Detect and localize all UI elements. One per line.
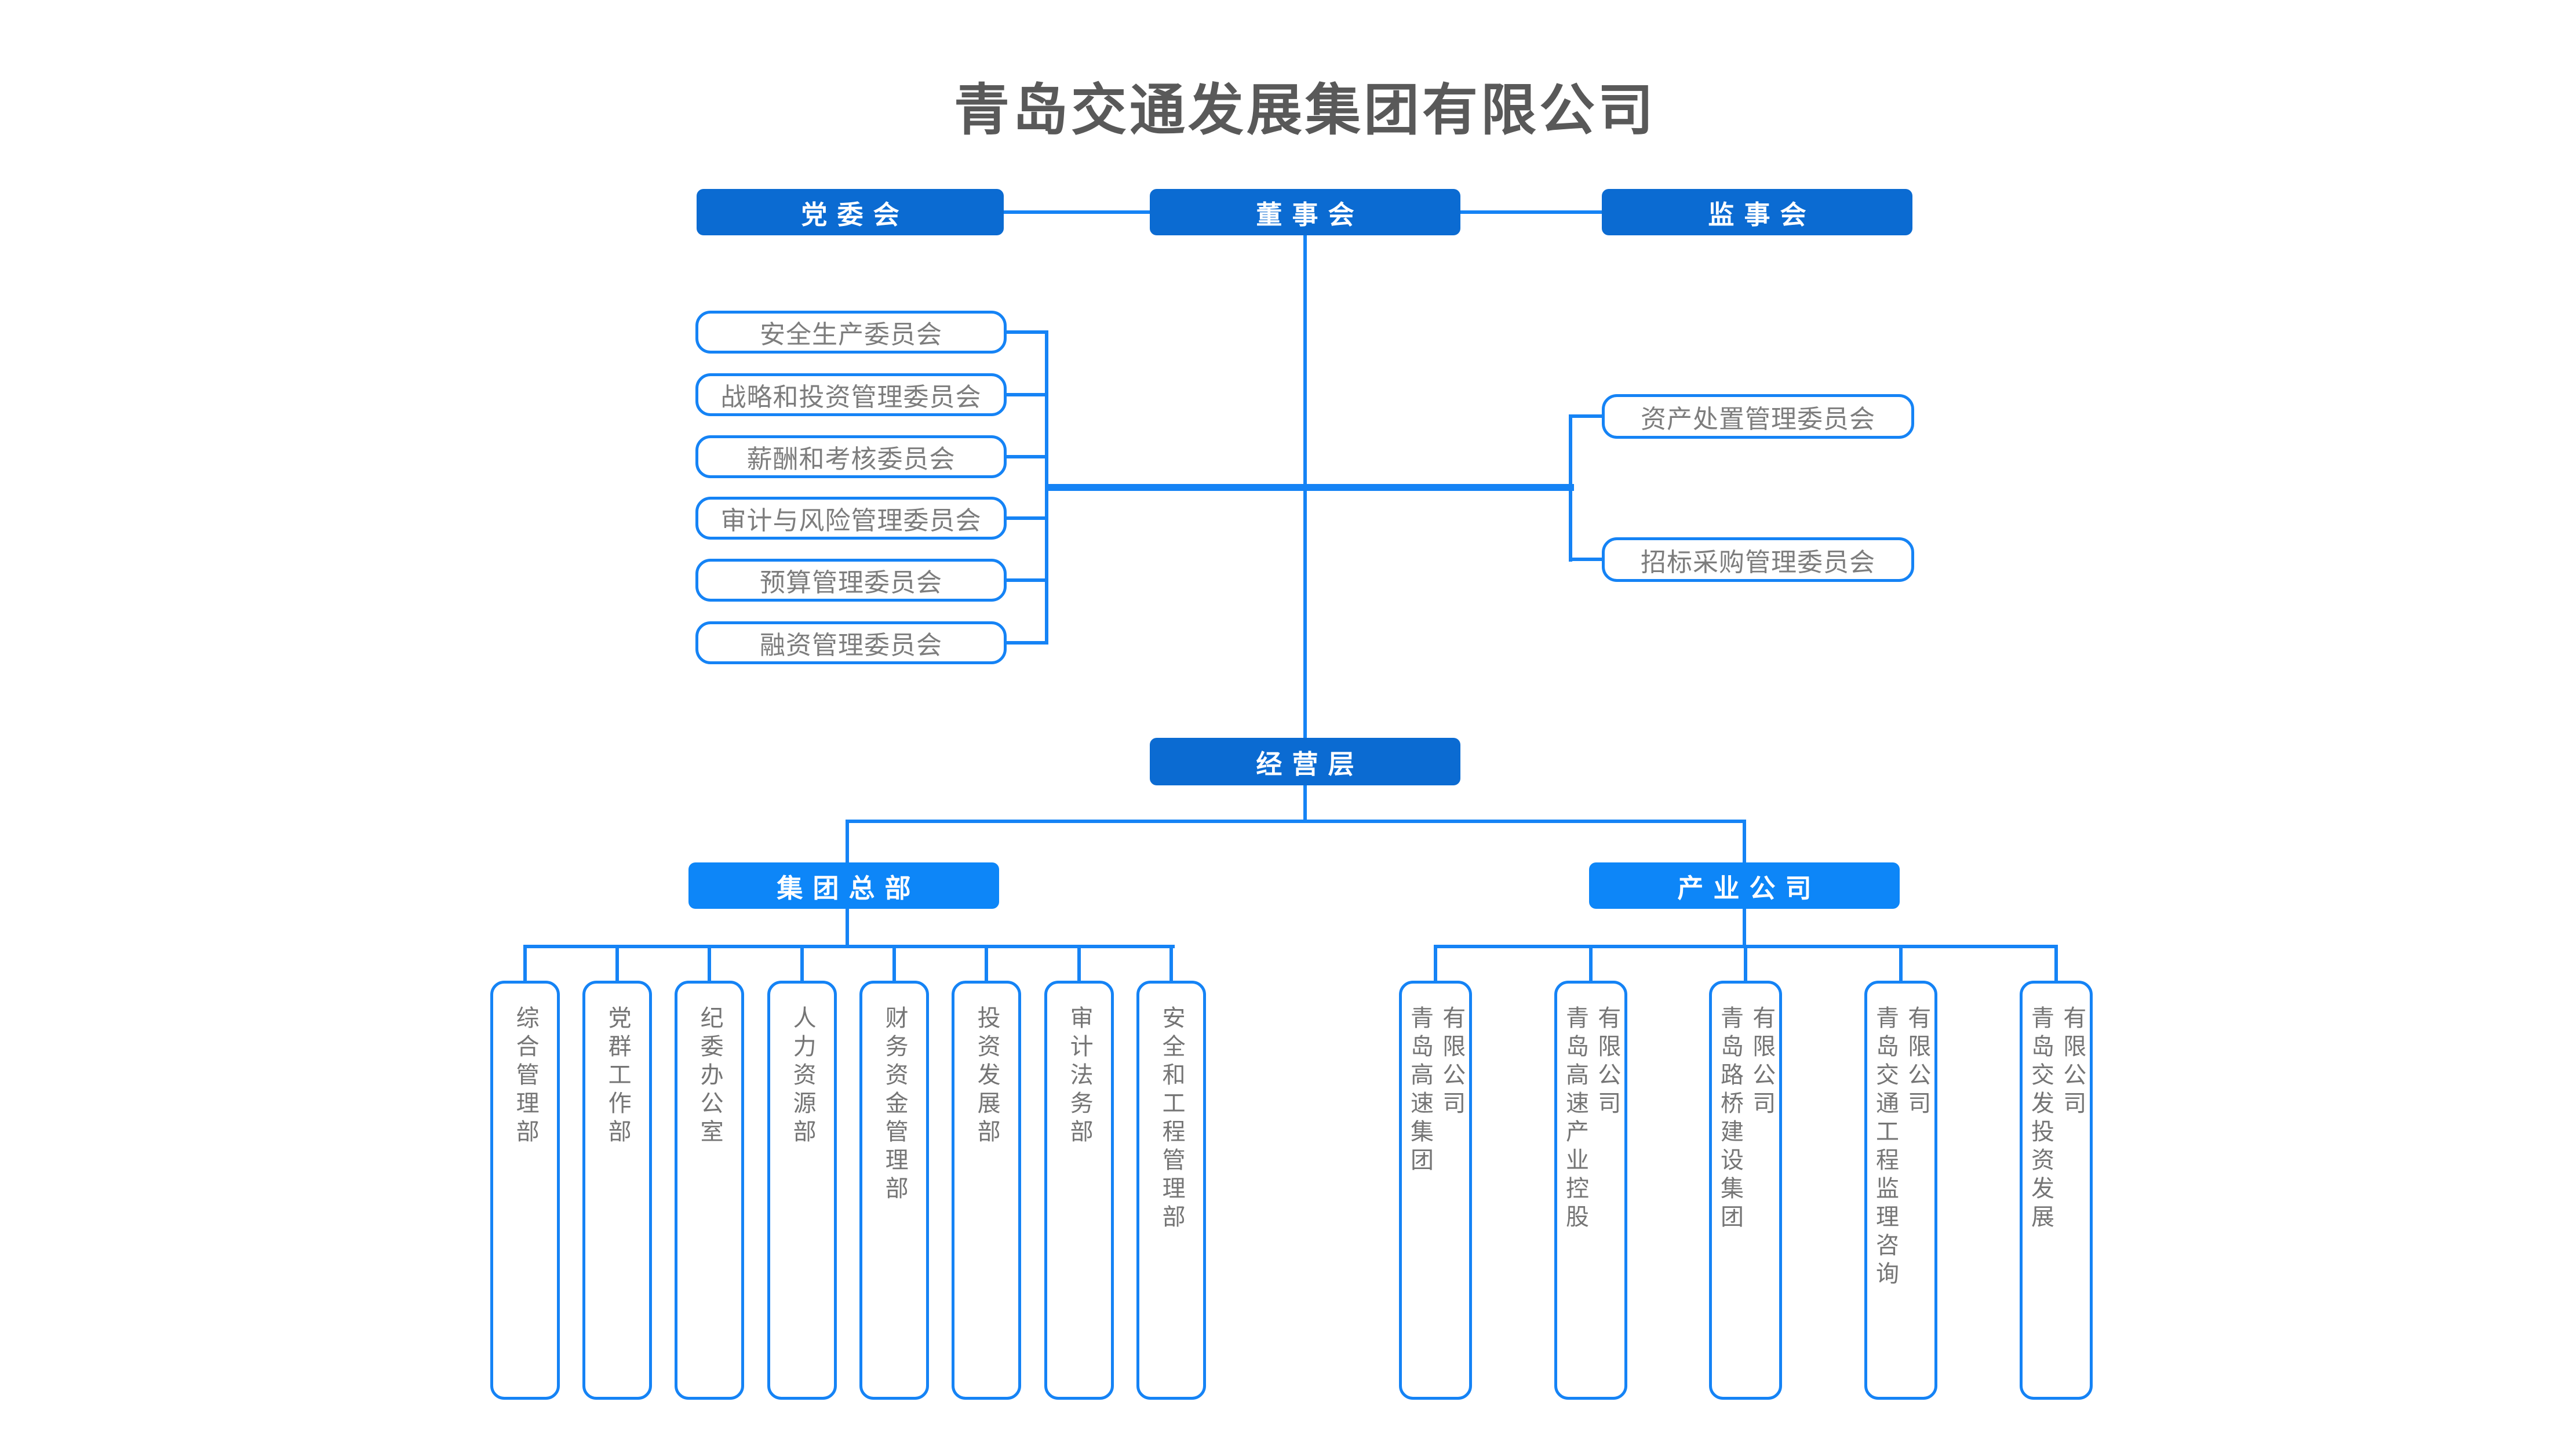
- connector-right-committee-stub: [1569, 414, 1602, 418]
- dept-label: 安全和工程管理部: [1158, 1006, 1185, 1233]
- committee-asset-disposal: 资产处置管理委员会: [1602, 394, 1914, 439]
- company-suffix: 有限公司: [2060, 1006, 2086, 1119]
- company-expressway-industry-holding: 青岛高速产业控股 有限公司: [1554, 981, 1627, 1400]
- connector-trunk-lower: [1303, 784, 1307, 821]
- connector-split-horizontal: [846, 820, 1746, 823]
- connector-dept-stub: [985, 947, 988, 982]
- company-suffix: 有限公司: [1904, 1006, 1930, 1119]
- committee-bidding-procurement: 招标采购管理委员会: [1602, 537, 1914, 582]
- dept-audit-legal: 审计法务部: [1044, 981, 1114, 1400]
- committee-compensation-appraisal: 薪酬和考核委员会: [695, 435, 1007, 478]
- connector-board-supervisory: [1460, 210, 1602, 214]
- connector-dept-stub: [708, 947, 711, 982]
- connector-dept-stub: [800, 947, 804, 982]
- connector-company-stub: [2054, 947, 2058, 982]
- connector-left-committee-stub: [1007, 516, 1046, 520]
- dept-investment-development: 投资发展部: [952, 981, 1021, 1400]
- node-board-of-directors: 董事会: [1150, 189, 1460, 235]
- company-suffix: 有限公司: [1439, 1006, 1465, 1119]
- company-jiaofa-investment-development: 青岛交发投资发展 有限公司: [2020, 981, 2093, 1400]
- dept-party-mass-work: 党群工作部: [582, 981, 652, 1400]
- dept-finance-funds: 财务资金管理部: [859, 981, 929, 1400]
- connector-right-committee-bracket: [1569, 414, 1572, 562]
- connector-industry-bus: [1434, 945, 2058, 948]
- company-name: 青岛高速集团: [1407, 1006, 1433, 1176]
- connector-company-stub: [1899, 947, 1903, 982]
- connector-drop-industry: [1743, 821, 1746, 863]
- node-supervisory-board: 监事会: [1602, 189, 1912, 235]
- connector-left-committee-stub: [1007, 393, 1046, 396]
- page-title: 青岛交通发展集团有限公司: [954, 79, 1656, 141]
- dept-label: 党群工作部: [604, 1006, 631, 1148]
- committee-safety-production: 安全生产委员会: [695, 311, 1007, 354]
- committee-financing-management: 融资管理委员会: [695, 621, 1007, 664]
- company-engineering-supervision-consulting: 青岛交通工程监理咨询 有限公司: [1864, 981, 1937, 1400]
- connector-right-committee-stub: [1569, 558, 1602, 561]
- dept-label: 投资发展部: [974, 1006, 1000, 1148]
- connector-left-committee-stub: [1007, 578, 1046, 582]
- committee-audit-risk: 审计与风险管理委员会: [695, 497, 1007, 540]
- dept-safety-engineering: 安全和工程管理部: [1136, 981, 1206, 1400]
- connector-dept-stub: [1077, 947, 1081, 982]
- dept-discipline-office: 纪委办公室: [675, 981, 744, 1400]
- connector-drop-hq: [846, 821, 849, 863]
- node-industry-companies: 产业公司: [1589, 862, 1900, 909]
- company-name: 青岛交发投资发展: [2028, 1006, 2053, 1233]
- company-suffix: 有限公司: [1594, 1006, 1620, 1119]
- company-suffix: 有限公司: [1749, 1006, 1775, 1119]
- company-qingdao-expressway-group: 青岛高速集团 有限公司: [1399, 981, 1472, 1400]
- connector-dept-stub: [615, 947, 619, 982]
- connector-left-committee-stub: [1007, 330, 1046, 334]
- connector-industry-stem: [1743, 908, 1746, 945]
- dept-label: 纪委办公室: [697, 1006, 723, 1148]
- dept-label: 审计法务部: [1066, 1006, 1092, 1148]
- connector-hq-bus: [523, 945, 1175, 948]
- node-party-committee: 党委会: [697, 189, 1004, 235]
- node-group-hq: 集团总部: [688, 862, 999, 909]
- connector-dept-stub: [523, 947, 527, 982]
- company-name: 青岛高速产业控股: [1562, 1006, 1588, 1233]
- connector-company-stub: [1589, 947, 1593, 982]
- connector-committees-main: [1045, 484, 1574, 491]
- connector-hq-stem: [846, 908, 849, 945]
- dept-general-management: 综合管理部: [490, 981, 560, 1400]
- connector-dept-stub: [1169, 947, 1173, 982]
- dept-label: 人力资源部: [789, 1006, 815, 1148]
- committee-budget-management: 预算管理委员会: [695, 559, 1007, 602]
- company-road-bridge-construction: 青岛路桥建设集团 有限公司: [1709, 981, 1782, 1400]
- connector-party-board: [1004, 210, 1150, 214]
- connector-dept-stub: [892, 947, 896, 982]
- connector-company-stub: [1434, 947, 1437, 982]
- node-management-layer: 经营层: [1150, 738, 1460, 785]
- dept-label: 财务资金管理部: [881, 1006, 908, 1204]
- company-name: 青岛路桥建设集团: [1717, 1006, 1743, 1233]
- connector-left-committee-stub: [1007, 455, 1046, 458]
- committee-strategy-investment: 战略和投资管理委员会: [695, 373, 1007, 416]
- connector-left-committee-stub: [1007, 641, 1046, 645]
- dept-label: 综合管理部: [512, 1006, 538, 1148]
- connector-company-stub: [1744, 947, 1747, 982]
- dept-human-resources: 人力资源部: [767, 981, 837, 1400]
- company-name: 青岛交通工程监理咨询: [1872, 1006, 1898, 1290]
